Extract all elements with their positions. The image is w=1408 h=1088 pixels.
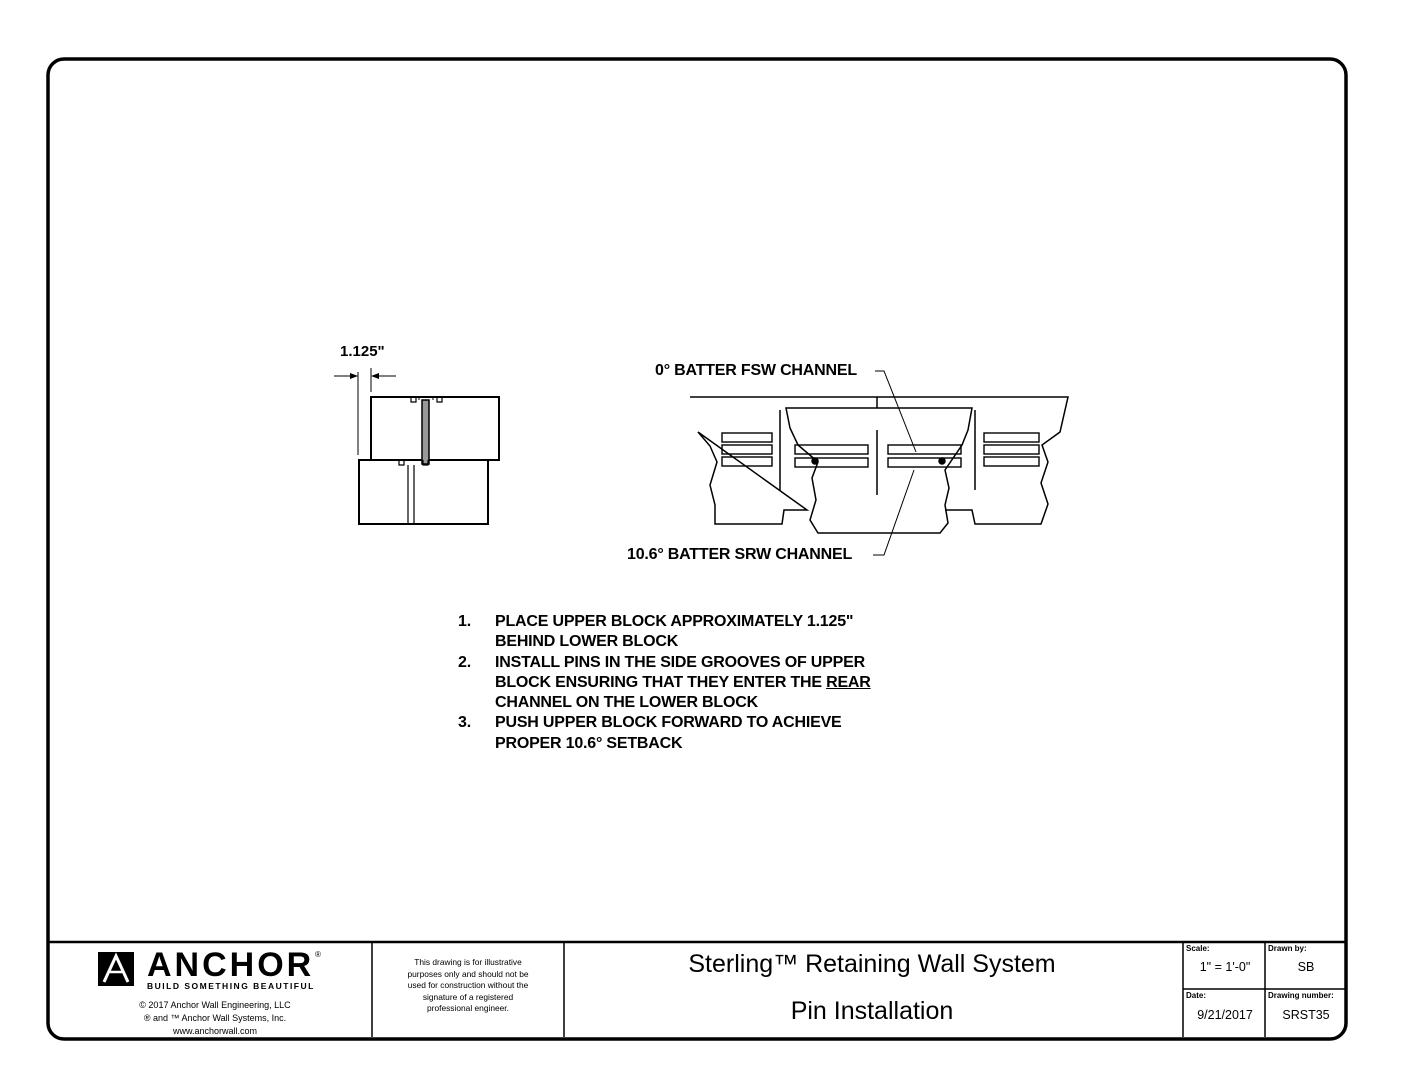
sheet-border	[46, 57, 1348, 1041]
date-label: Date:	[1186, 991, 1207, 1000]
date-value: 9/21/2017	[1197, 1008, 1253, 1022]
trademark-line: ® and ™ Anchor Wall Systems, Inc.	[143, 1013, 287, 1023]
pin	[421, 399, 430, 465]
drawing-title: Sterling™ Retaining Wall System	[688, 950, 1056, 978]
installation-notes: 1. PLACE UPPER BLOCK APPROXIMATELY 1.125…	[458, 612, 918, 754]
scale-label: Scale:	[1186, 944, 1210, 953]
fsw-channel-callout: 0° BATTER FSW CHANNEL	[655, 362, 857, 379]
website-link[interactable]: www.anchorwall.com	[172, 1026, 258, 1036]
logo-registered-mark: ®	[315, 950, 321, 959]
drawing-number-value: SRST35	[1282, 1008, 1330, 1022]
note-item: 3. PUSH UPPER BLOCK FORWARD TO ACHIEVE P…	[458, 714, 842, 752]
srw-leader	[873, 469, 915, 556]
fsw-leader	[875, 370, 917, 453]
upper-block	[370, 396, 500, 461]
drawing-number-label: Drawing number:	[1268, 991, 1334, 1000]
note-item: 2. INSTALL PINS IN THE SIDE GROOVES OF U…	[458, 653, 871, 712]
logo-tagline: BUILD SOMETHING BEAUTIFUL	[147, 981, 315, 991]
note-item: 1. PLACE UPPER BLOCK APPROXIMATELY 1.125…	[458, 613, 854, 651]
channel-slots	[721, 432, 1040, 468]
scale-value: 1" = 1'-0"	[1199, 960, 1251, 974]
lower-course-outline	[690, 396, 1069, 525]
section-view	[334, 368, 500, 525]
plan-view	[690, 370, 1069, 556]
srw-channel-callout: 10.6° BATTER SRW CHANNEL	[627, 546, 853, 563]
drawing-subtitle: Pin Installation	[790, 997, 954, 1025]
upper-center-block	[785, 407, 973, 534]
drawn-by-value: SB	[1297, 960, 1315, 974]
copyright-line: © 2017 Anchor Wall Engineering, LLC	[139, 1000, 291, 1010]
disclaimer: This drawing is for illustrative purpose…	[407, 957, 529, 1013]
dimension-label: 1.125"	[340, 343, 385, 360]
emphasis-rear: REAR	[826, 673, 871, 691]
logo-wordmark: ANCHOR	[147, 946, 315, 984]
lower-block	[358, 459, 489, 525]
drawn-by-label: Drawn by:	[1268, 944, 1307, 953]
anchor-logo-mark	[98, 952, 134, 986]
title-block-grid	[48, 940, 1346, 1037]
